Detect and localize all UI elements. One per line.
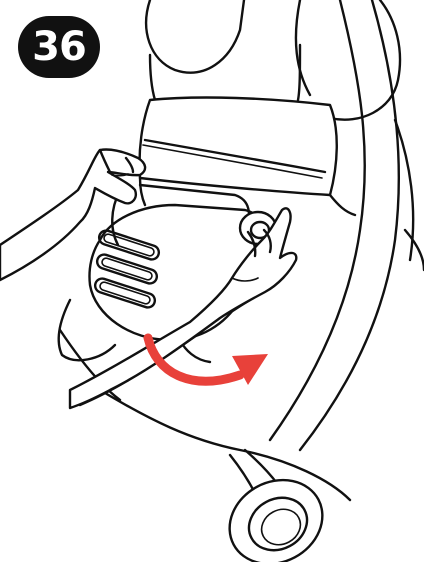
step-number: 36 (32, 24, 86, 70)
step-number-badge: 36 (18, 16, 100, 78)
seat-cushion (139, 98, 355, 215)
